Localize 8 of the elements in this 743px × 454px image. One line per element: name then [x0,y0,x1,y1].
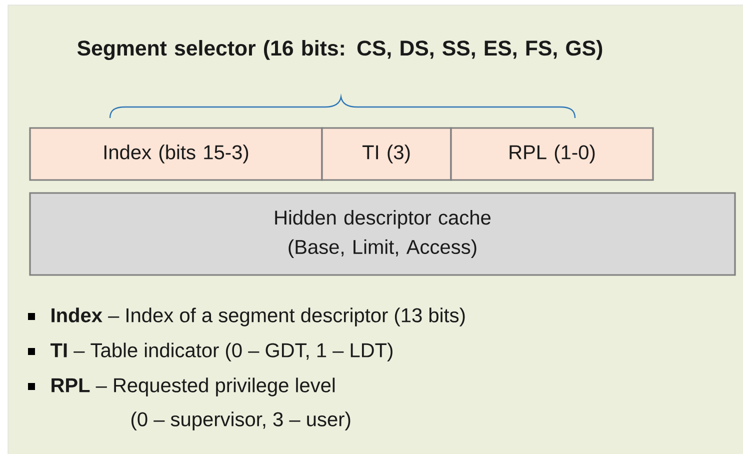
field-box: TI (3) [321,127,452,181]
field-box: RPL (1-0) [450,127,654,181]
bullet-text: (0 – supervisor, 3 – user) [132,412,350,430]
title: Segment selector (16 bits: CS, DS, SS, ES, FS, GS) [77,40,602,60]
cache-box: Hidden descriptor cache (Base, Limit, Access) [29,192,736,276]
bullet-text: TI – Table indicator (0 – GDT, 1 – LDT) [50,342,392,362]
bullet-text: Index – Index of a segment descriptor (13 bits) [52,308,465,326]
bullet-text: RPL – Requested privilege level [52,378,335,396]
